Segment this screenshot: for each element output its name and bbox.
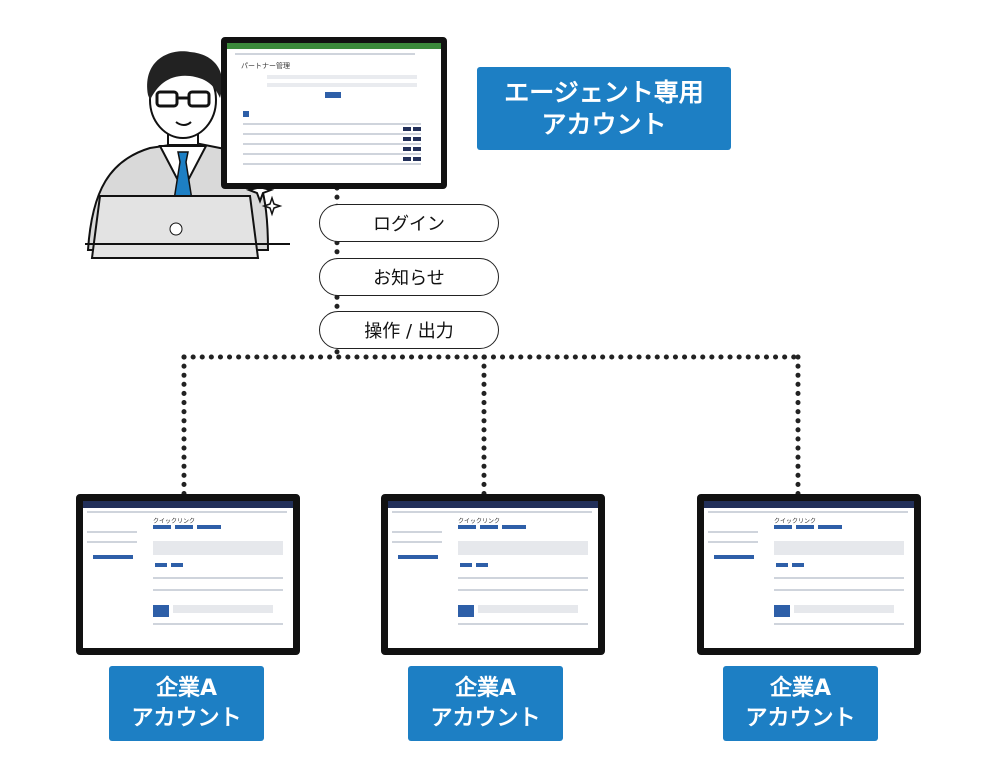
company-screen-title: クイックリンク [774,518,817,525]
company-account-badge: 企業A アカウント [723,666,878,741]
pill-login: ログイン [319,204,499,242]
company-badge-line2: アカウント [430,705,541,731]
company-badge-line1: 企業A [454,675,517,701]
company-monitor: クイックリンク [381,494,605,655]
agent-badge-line1: エージェント専用 [504,77,704,107]
laptop-logo [169,222,183,236]
pill-notice: お知らせ [319,258,499,296]
company-badge-line2: アカウント [131,705,242,731]
sparkle-icon [261,195,283,217]
glasses [155,90,211,108]
agent-screen-title: パートナー管理 [241,62,290,70]
company-badge-line1: 企業A [155,675,218,701]
agent-monitor: パートナー管理 [221,37,447,189]
hair [147,51,223,100]
company-account-badge: 企業A アカウント [408,666,563,741]
company-badge-line1: 企業A [769,675,832,701]
company-badge-line2: アカウント [745,705,856,731]
company-monitor: クイックリンク [76,494,300,655]
company-screen-title: クイックリンク [153,518,196,525]
agent-account-badge: エージェント専用 アカウント [477,67,731,150]
agent-badge-line2: アカウント [541,109,667,139]
company-screen-title: クイックリンク [458,518,501,525]
company-account-badge: 企業A アカウント [109,666,264,741]
agent-screen-header [227,43,441,49]
company-monitor: クイックリンク [697,494,921,655]
pill-operation-output: 操作 / 出力 [319,311,499,349]
